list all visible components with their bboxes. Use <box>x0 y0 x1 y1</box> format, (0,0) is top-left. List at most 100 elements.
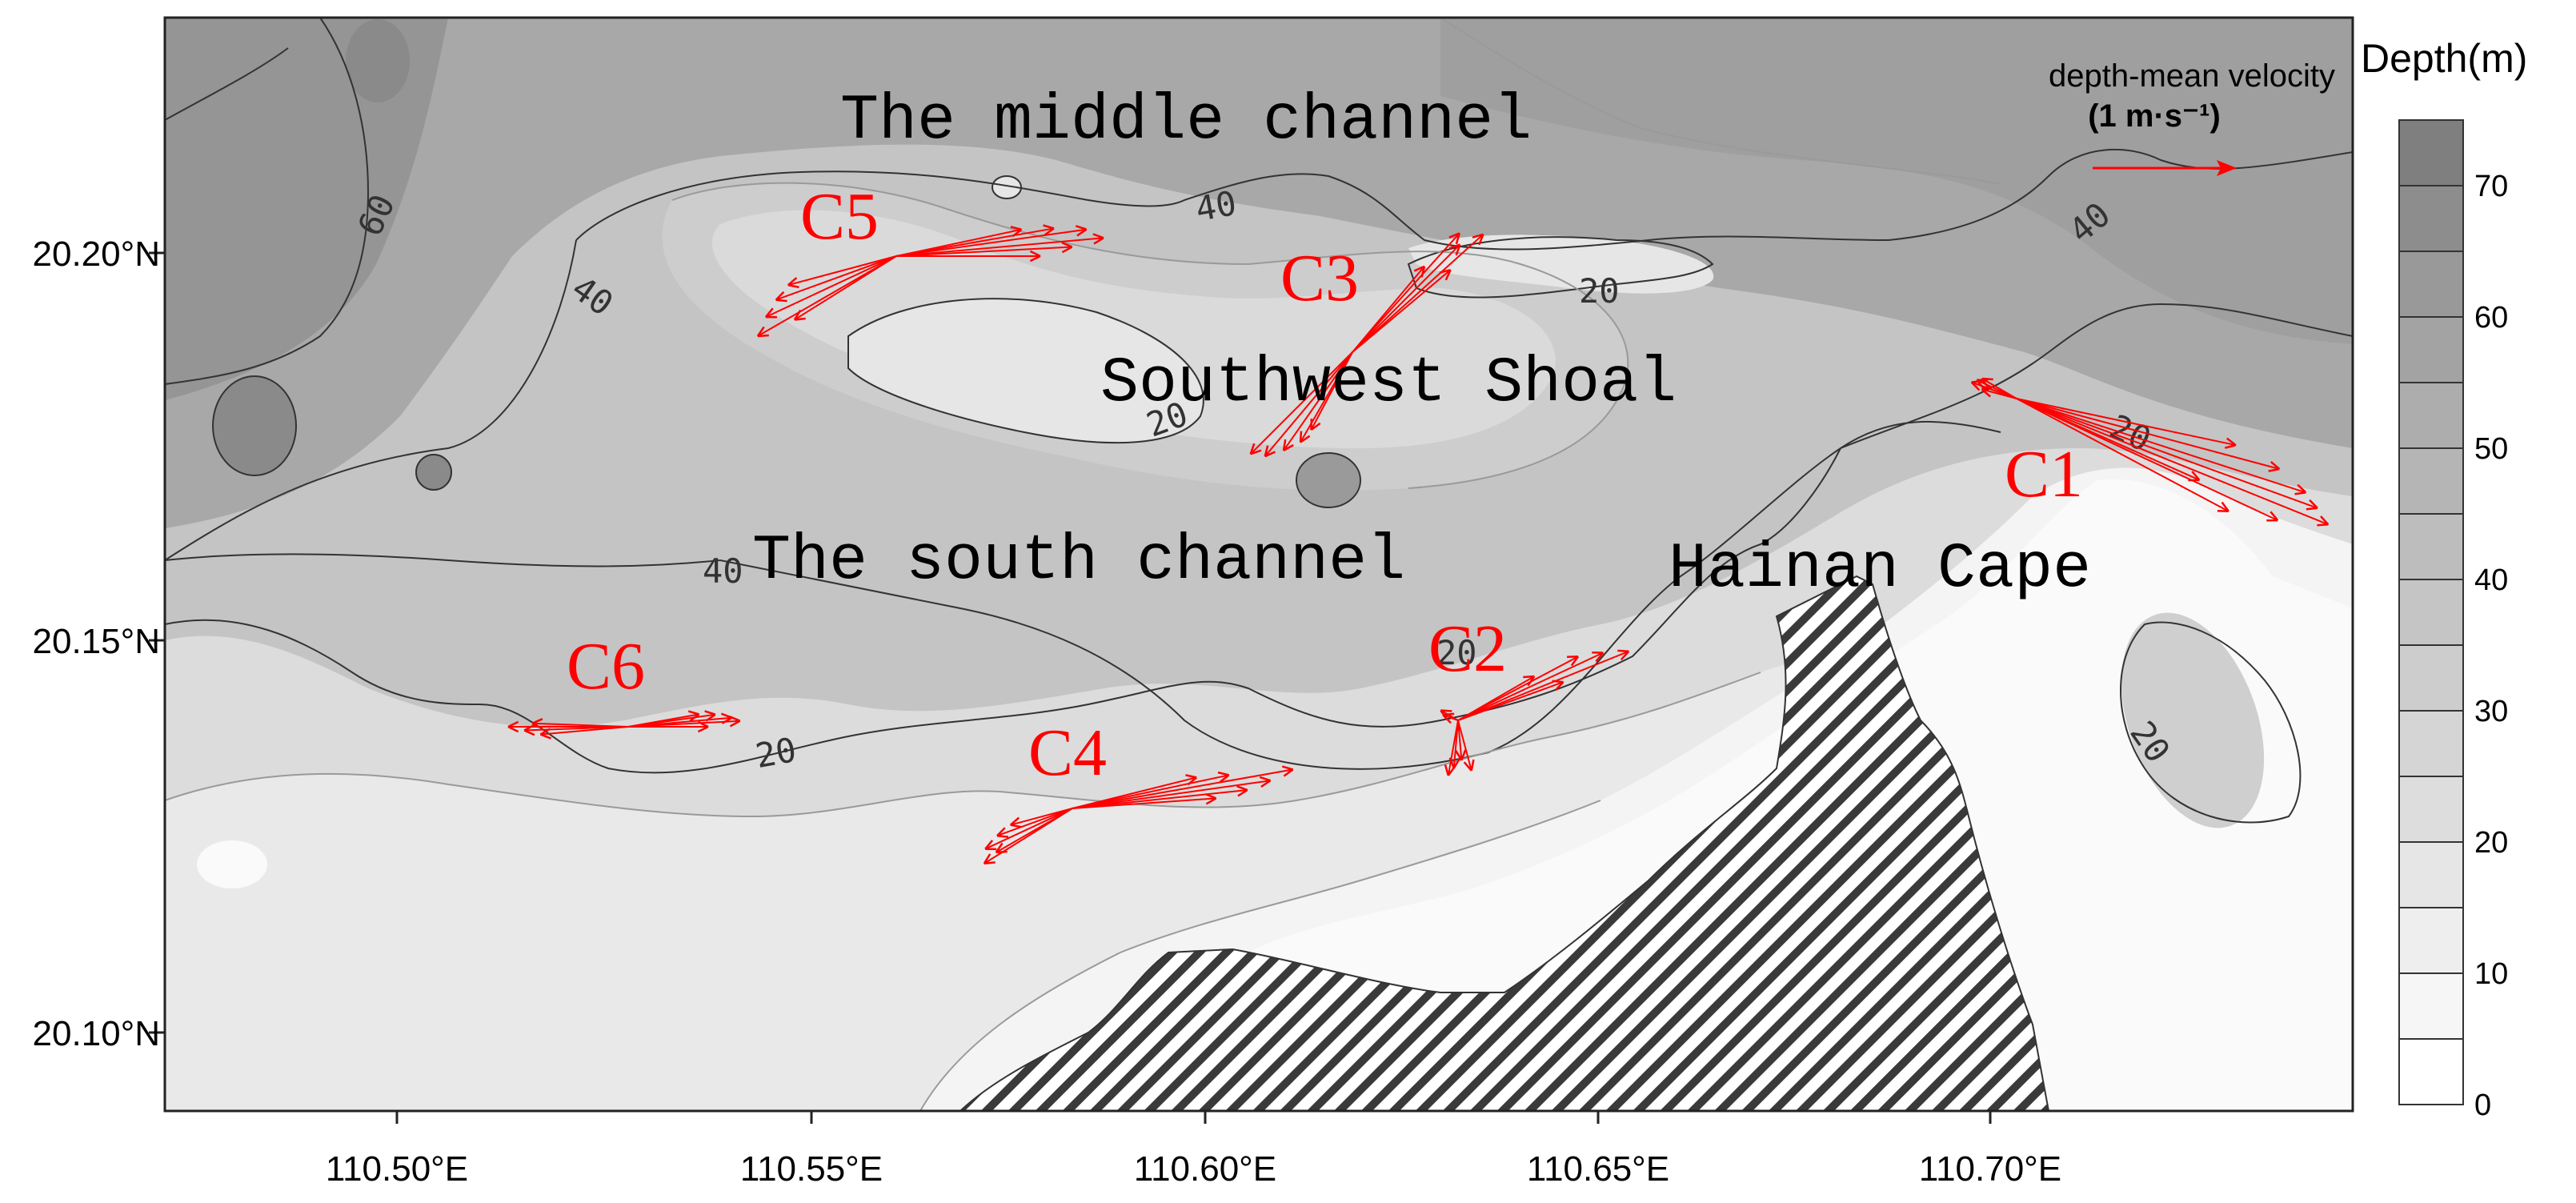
velocity-arrowhead <box>1463 759 1475 772</box>
velocity-arrowhead <box>1413 265 1426 278</box>
velocity-arrowhead <box>507 720 519 733</box>
velocity-vector <box>895 227 1055 257</box>
velocity-arrowhead <box>1205 793 1217 805</box>
vector-fan-c2 <box>1440 649 1630 776</box>
velocity-arrowhead <box>1264 445 1276 458</box>
contour-20-south <box>165 420 2001 774</box>
velocity-arrowhead <box>1981 386 1993 398</box>
velocity-vector <box>757 255 897 337</box>
map-area: 60 40 40 40 40 20 20 20 20 20 20 The mid… <box>165 18 2353 1111</box>
velocity-vector <box>1310 351 1353 431</box>
velocity-vector <box>984 808 1073 850</box>
velocity-arrowhead <box>1448 243 1461 256</box>
velocity-arrowhead <box>2266 511 2279 522</box>
x-tick-110-60: 110.60°E <box>1134 1149 1276 1189</box>
contour-minor-4 <box>1440 18 2001 185</box>
velocity-vector <box>1457 652 1604 721</box>
velocity-vector <box>2016 398 2318 509</box>
velocity-arrowhead <box>1552 680 1564 692</box>
colorbar-swatch-20 <box>2399 776 2463 842</box>
velocity-arrowhead <box>2294 483 2307 495</box>
velocity-vector <box>1352 232 1460 353</box>
velocity-arrowhead <box>1592 652 1604 663</box>
velocity-arrowhead <box>2306 499 2318 511</box>
velocity-vector <box>1352 243 1461 353</box>
station-label-c2: C2 <box>1428 612 1507 686</box>
y-axis-labels: 20.20°N 20.15°N 20.10°N <box>33 235 160 1053</box>
contour-deep-1 <box>212 375 297 476</box>
velocity-vector <box>2016 398 2200 481</box>
x-tick-110-70: 110.70°E <box>1919 1149 2061 1189</box>
colorbar-swatch-30 <box>2399 645 2463 711</box>
depth-band-deepest-nw <box>165 18 448 400</box>
legend-title: depth-mean velocity <box>2049 58 2335 94</box>
colorbar-swatch-70 <box>2399 120 2463 186</box>
velocity-arrowhead <box>1448 232 1461 245</box>
velocity-arrowhead <box>1217 771 1230 783</box>
velocity-vector <box>2016 398 2306 494</box>
velocity-arrowhead <box>1310 419 1321 431</box>
contour-20-shoal <box>847 298 1204 444</box>
depth-band-deep-ne <box>1440 18 2353 344</box>
colorbar-swatch-50 <box>2399 383 2463 448</box>
velocity-arrowhead <box>539 728 551 740</box>
velocity-vector <box>765 255 897 319</box>
velocity-vector <box>1440 709 1459 721</box>
shallow-pocket-3 <box>197 840 267 888</box>
map-frame <box>163 16 2354 1113</box>
station-label-c6: C6 <box>567 629 645 704</box>
velocity-vector <box>1457 650 1629 721</box>
deep-pocket-nw-1 <box>213 376 296 475</box>
contour-label-40-middle: 40 <box>1192 183 1239 229</box>
x-axis-labels: 110.50°E 110.55°E 110.60°E 110.65°E 110.… <box>326 1149 2061 1189</box>
colorbar-dividers <box>2399 185 2463 1040</box>
colorbar-swatch-5 <box>2399 973 2463 1039</box>
shallow-pocket-4 <box>2118 936 2147 962</box>
velocity-arrowhead <box>2217 501 2229 513</box>
colorbar-swatch-15 <box>2399 842 2463 908</box>
contour-20-east <box>2120 621 2302 824</box>
colorbar-swatch-40 <box>2399 514 2463 579</box>
velocity-arrowhead <box>531 718 543 730</box>
station-label-c4: C4 <box>1028 716 1107 790</box>
velocity-vector <box>1447 720 1459 776</box>
velocity-arrowhead <box>1523 675 1536 687</box>
velocity-vector <box>532 722 629 728</box>
velocity-vector <box>996 808 1073 837</box>
velocity-vector <box>1981 378 2017 399</box>
vector-fan-c1 <box>1970 377 2330 527</box>
velocity-vector <box>1457 720 1472 772</box>
velocity-arrowhead <box>2224 437 2237 449</box>
contour-40-nw <box>165 239 577 561</box>
velocity-arrowhead <box>2268 460 2281 472</box>
velocity-arrowhead <box>523 724 535 736</box>
colorbar-tick-60: 60 <box>2474 301 2508 335</box>
contour-deep-4 <box>992 175 1022 199</box>
contour-label-20-c2: 20 <box>1436 633 1477 672</box>
y-tick-20-20: 20.20°N <box>33 235 160 274</box>
station-label-c1: C1 <box>2005 437 2083 511</box>
velocity-arrowhead <box>1981 377 1993 389</box>
contour-minor-1 <box>165 672 1761 818</box>
x-tick-110-65: 110.65°E <box>1527 1149 1669 1189</box>
velocity-arrowhead <box>983 853 996 865</box>
velocity-vector <box>1352 266 1425 353</box>
shallow-pocket-2 <box>992 176 1021 198</box>
colorbar-swatch-10 <box>2399 908 2463 973</box>
y-tick-20-15: 20.15°N <box>33 622 160 661</box>
contour-label-20-shoal-east: 20 <box>1579 271 1620 311</box>
velocity-vector <box>2016 398 2329 526</box>
station-label-c5: C5 <box>800 179 879 254</box>
contour-minor-3 <box>671 182 1629 489</box>
velocity-arrowhead <box>704 710 716 722</box>
velocity-arrowhead <box>1455 749 1467 761</box>
velocity-arrowhead <box>2188 471 2201 482</box>
velocity-vector <box>540 726 629 736</box>
velocity-arrowhead <box>2317 515 2330 527</box>
velocity-vector <box>1072 780 1271 809</box>
velocity-vector <box>775 255 897 301</box>
velocity-vector <box>1352 234 1484 353</box>
velocity-vector <box>1264 351 1353 457</box>
station-label-c3: C3 <box>1280 241 1359 315</box>
